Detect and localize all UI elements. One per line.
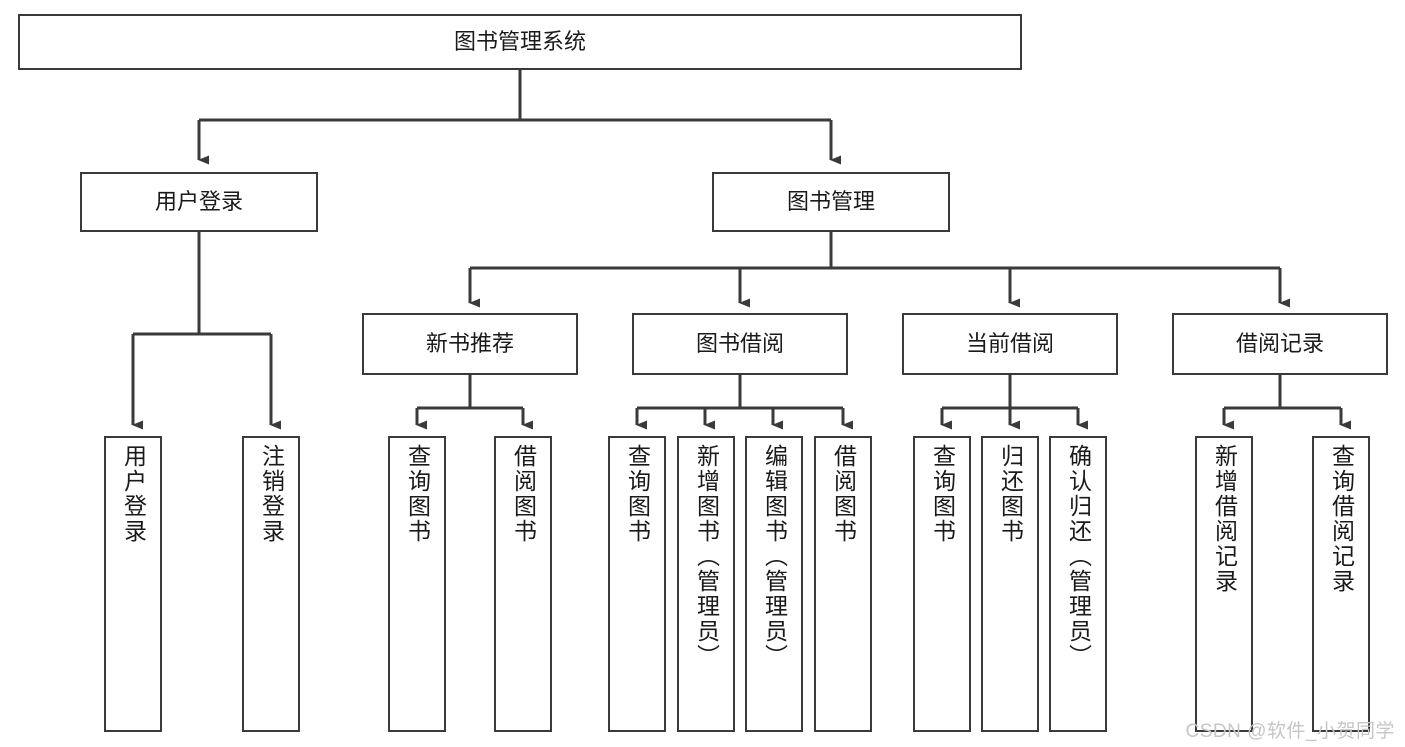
node-label: 确认归还（管理员）	[1065, 444, 1092, 669]
node-current-borrow[interactable]: 当前借阅	[902, 313, 1118, 375]
node-label: 注销登录	[258, 444, 285, 544]
leaf-borrow-borrow-book[interactable]: 借阅图书	[814, 436, 872, 732]
node-label: 图书管理	[786, 188, 875, 214]
node-label: 查询图书	[624, 444, 651, 544]
leaf-record-add-record[interactable]: 新增借阅记录	[1195, 436, 1253, 732]
node-label: 新书推荐	[425, 330, 514, 356]
node-new-book-recommend[interactable]: 新书推荐	[362, 313, 578, 375]
leaf-borrow-query-book[interactable]: 查询图书	[608, 436, 666, 732]
leaf-current-query-book[interactable]: 查询图书	[913, 436, 971, 732]
node-label: 当前借阅	[965, 330, 1054, 356]
leaf-recommend-query-book[interactable]: 查询图书	[388, 436, 446, 732]
node-label: 用户登录	[120, 444, 147, 544]
node-borrow-record[interactable]: 借阅记录	[1172, 313, 1388, 375]
leaf-current-confirm-return[interactable]: 确认归还（管理员）	[1049, 436, 1107, 732]
node-label: 图书管理系统	[453, 28, 586, 54]
node-book-borrow[interactable]: 图书借阅	[632, 313, 848, 375]
node-label: 新增图书（管理员）	[693, 444, 720, 669]
node-label: 借阅图书	[830, 444, 857, 544]
node-root-system[interactable]: 图书管理系统	[18, 14, 1022, 70]
leaf-recommend-borrow-book[interactable]: 借阅图书	[494, 436, 552, 732]
node-book-management[interactable]: 图书管理	[712, 172, 950, 232]
node-label: 新增借阅记录	[1211, 444, 1238, 594]
node-label: 借阅图书	[510, 444, 537, 544]
leaf-borrow-add-book[interactable]: 新增图书（管理员）	[677, 436, 735, 732]
node-label: 编辑图书（管理员）	[761, 444, 788, 669]
node-user-login[interactable]: 用户登录	[80, 172, 318, 232]
node-label: 查询借阅记录	[1328, 444, 1355, 594]
leaf-borrow-edit-book[interactable]: 编辑图书（管理员）	[745, 436, 803, 732]
node-label: 查询图书	[929, 444, 956, 544]
leaf-user-login-logout[interactable]: 注销登录	[242, 436, 300, 732]
node-label: 归还图书	[997, 444, 1024, 544]
leaf-user-login-login[interactable]: 用户登录	[104, 436, 162, 732]
watermark-text: CSDN @软件_小贺同学	[1185, 721, 1395, 742]
node-label: 借阅记录	[1235, 330, 1324, 356]
node-label: 查询图书	[404, 444, 431, 544]
leaf-record-query-record[interactable]: 查询借阅记录	[1312, 436, 1370, 732]
leaf-current-return-book[interactable]: 归还图书	[981, 436, 1039, 732]
node-label: 用户登录	[154, 188, 243, 214]
node-label: 图书借阅	[695, 330, 784, 356]
